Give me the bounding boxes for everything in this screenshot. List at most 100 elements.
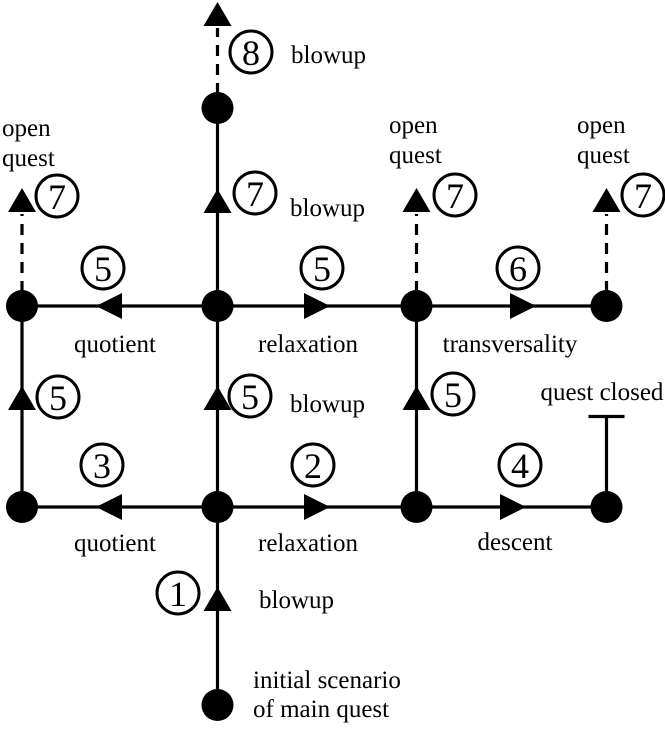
step-badge-6: 6 — [495, 245, 541, 291]
step-badge-7-blowup: 7 — [232, 170, 278, 216]
step-badge-5-right: 5 — [430, 371, 476, 417]
step-badge-5-blowup: 5 — [227, 373, 273, 419]
label-blowup-5: blowup — [290, 391, 365, 418]
open-quest-line1: open — [389, 112, 438, 139]
badge-circle — [232, 170, 278, 216]
node-lower-center — [201, 491, 234, 523]
badge-circle — [227, 373, 273, 419]
arrowhead-up-blowup-5-icon — [203, 386, 232, 410]
annotations: open quest open quest open quest quest c… — [2, 112, 664, 723]
badge-circle — [290, 442, 336, 488]
badge-circle — [432, 172, 478, 218]
step-badge-5-quotient: 5 — [80, 245, 126, 291]
node-lower-right — [400, 491, 433, 523]
arrowhead-right-descent-4-icon — [500, 494, 526, 520]
step-badge-7-open-left: 7 — [34, 173, 80, 219]
open-quest-line1: open — [2, 115, 51, 142]
arrowhead-up-open-left-icon — [8, 188, 36, 212]
badge-number: 5 — [444, 375, 462, 415]
open-quest-line2: quest — [2, 145, 55, 172]
badge-number: 1 — [169, 574, 187, 614]
node-initial-scenario — [201, 689, 234, 721]
step-badge-5-left: 5 — [35, 374, 81, 420]
scenario-nodes — [6, 92, 623, 721]
badge-circle — [35, 374, 81, 420]
node-upper-far-right — [590, 290, 623, 322]
step-badge-3: 3 — [79, 442, 125, 488]
arrowhead-up-blowup-1-icon — [203, 587, 232, 611]
open-quest-label-left: open quest — [2, 115, 55, 172]
node-upper-center — [201, 290, 234, 322]
step-badge-2: 2 — [290, 442, 336, 488]
step-badge-4: 4 — [497, 442, 543, 488]
badge-number: 3 — [93, 446, 111, 486]
edge-labels: blowup blowup blowup blowup quotient rel… — [74, 42, 578, 614]
arrowheads — [8, 2, 621, 611]
open-quest-label-mid: open quest — [389, 112, 442, 169]
badge-number: 5 — [241, 377, 259, 417]
badge-number: 6 — [509, 249, 527, 289]
step-badge-5-relaxation: 5 — [299, 245, 345, 291]
badge-circle — [79, 442, 125, 488]
node-lower-left — [6, 491, 38, 523]
badge-circle — [228, 29, 274, 75]
label-quotient-3: quotient — [74, 530, 156, 557]
label-relaxation-5: relaxation — [258, 331, 358, 358]
initial-scenario-line2: of main quest — [253, 696, 389, 723]
arrowhead-up-blowup-7-icon — [203, 189, 232, 213]
badge-circle — [430, 371, 476, 417]
badge-number: 8 — [242, 33, 260, 73]
badge-number: 2 — [304, 446, 322, 486]
arrowhead-right-relaxation-5-icon — [304, 293, 330, 319]
step-badges: 1 2 3 4 5 5 6 5 — [34, 29, 665, 616]
node-top-center — [201, 92, 234, 124]
badge-number: 7 — [446, 176, 464, 216]
badge-number: 7 — [48, 177, 66, 217]
badge-circle — [80, 245, 126, 291]
badge-number: 7 — [634, 176, 652, 216]
open-quest-line2: quest — [577, 142, 630, 169]
initial-scenario-label: initial scenario of main quest — [253, 667, 401, 723]
open-quest-line1: open — [577, 112, 626, 139]
open-quest-label-right: open quest — [577, 112, 630, 169]
step-badge-7-open-right: 7 — [620, 172, 665, 218]
arrowhead-right-relaxation-2-icon — [304, 494, 330, 520]
badge-circle — [497, 442, 543, 488]
arrowhead-left-quotient-3-icon — [96, 494, 122, 520]
arrowhead-up-blowup-8-icon — [203, 2, 232, 26]
arrowhead-up-open-right-icon — [592, 188, 621, 212]
step-badge-7-open-mid: 7 — [432, 172, 478, 218]
badge-circle — [34, 173, 80, 219]
node-upper-right — [400, 290, 433, 322]
badge-number: 5 — [94, 249, 112, 289]
label-blowup-8: blowup — [291, 42, 366, 69]
arrowhead-up-left-ascent-icon — [8, 386, 36, 410]
badge-circle — [495, 245, 541, 291]
open-quest-line2: quest — [389, 142, 442, 169]
label-descent-4: descent — [478, 529, 553, 556]
quest-closed-label: quest closed — [541, 379, 664, 406]
badge-circle — [299, 245, 345, 291]
badge-number: 7 — [246, 174, 264, 214]
label-transversality-6: transversality — [443, 331, 578, 358]
badge-number: 5 — [313, 249, 331, 289]
arrowhead-left-quotient-5-icon — [96, 293, 122, 319]
dashed-edges — [20, 28, 609, 292]
step-badge-1: 1 — [155, 570, 201, 616]
badge-circle — [620, 172, 665, 218]
label-quotient-5: quotient — [74, 331, 156, 358]
label-relaxation-2: relaxation — [258, 530, 358, 557]
node-upper-left — [6, 290, 38, 322]
label-blowup-1: blowup — [259, 587, 334, 614]
label-blowup-7: blowup — [290, 195, 365, 222]
badge-number: 5 — [49, 378, 67, 418]
arrowhead-right-transversality-6-icon — [510, 293, 536, 319]
initial-scenario-line1: initial scenario — [253, 667, 401, 694]
arrowhead-up-open-mid-icon — [402, 188, 431, 212]
badge-circle — [155, 570, 201, 616]
arrowhead-up-right-ascent-icon — [402, 386, 431, 410]
badge-number: 4 — [511, 446, 529, 486]
node-lower-far-right — [590, 491, 623, 523]
